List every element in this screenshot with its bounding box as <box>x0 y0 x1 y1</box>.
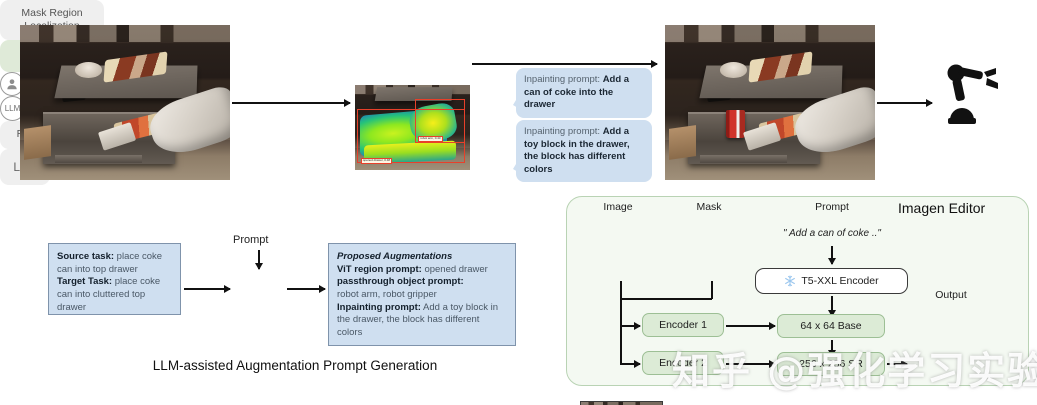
encoder2-label: Encoder 2 <box>659 357 707 369</box>
bubble-1-text: Add a can of coke into the drawer <box>524 74 630 111</box>
imagen-editor-panel-title-text: Imagen Editor <box>898 200 986 216</box>
arrow-mask-to-editor <box>472 63 657 65</box>
arrow-task-to-llm <box>184 288 230 290</box>
encoder1-label: Encoder 1 <box>659 319 707 331</box>
encoder1-box: Encoder 1 <box>642 313 724 337</box>
proposed-augmentations-title: Proposed Augmentations <box>337 251 453 262</box>
proposed-augmentations-box: Proposed Augmentations ViT region prompt… <box>328 243 516 346</box>
source-image-photo <box>20 25 230 180</box>
bbox-opened-drawer-label: opened drawer, 0.48 <box>360 158 393 164</box>
image-column-label-text: Image <box>603 201 633 213</box>
input-image-thumb <box>580 401 663 405</box>
prompt-quote: " Add a can of coke .." <box>762 228 902 239</box>
encoder2-box: Encoder 2 <box>642 351 724 375</box>
target-task-value: place coke can into cluttered top drawer <box>57 276 161 313</box>
target-task-label: Target Task: <box>57 276 113 288</box>
llm-section-caption-text: LLM-assisted Augmentation Prompt Generat… <box>152 358 438 373</box>
bbox-robot-arm-label: robot arm, 0.43 <box>418 136 443 142</box>
t5-xxl-encoder-label: T5-XXL Encoder <box>801 275 879 287</box>
vit-region-prompt-value: opened drawer <box>424 263 488 275</box>
prompt-label: Prompt <box>233 234 268 246</box>
branch-trunk <box>620 298 622 364</box>
inpainting-prompt-value: Add a toy block in the drawer, the block… <box>337 301 499 338</box>
inpainted-coke-can <box>725 110 745 139</box>
arrow-base-to-sr <box>831 340 833 356</box>
prompt-column-label-text: Prompt <box>815 201 849 213</box>
robot-arm-icon <box>930 58 1014 128</box>
vit-region-prompt-label: ViT region prompt: <box>337 263 422 275</box>
arrow-to-encoder1 <box>620 325 640 327</box>
mask-region-line1: Mask Region <box>21 6 83 19</box>
prompt-label-text: Prompt <box>233 234 269 246</box>
llm-avatar-label: LLM <box>4 104 21 113</box>
passthrough-object-prompt-label: passthrough object prompt: <box>337 276 464 288</box>
llm-section-caption: LLM-assisted Augmentation Prompt Generat… <box>125 358 465 373</box>
source-task-value: place coke can into top drawer <box>57 251 163 275</box>
inpainting-prompt-bubble-llm: Inpainting prompt: Add a toy block in th… <box>516 120 652 183</box>
bubble-1-lead: Inpainting prompt: <box>524 74 601 85</box>
arrow-prompt-to-llm <box>258 250 260 269</box>
arrow-prompt-to-encoder <box>831 246 833 264</box>
mask-column-label-text: Mask <box>696 201 722 213</box>
base-model-box: 64 x 64 Base <box>777 314 885 338</box>
passthrough-object-prompt-value: robot arm, robot gripper <box>337 288 437 300</box>
arrow-encoder2-to-sr <box>726 363 775 365</box>
augmented-image-photo <box>665 25 875 180</box>
bubble-2-text: Add a toy block in the drawer, the block… <box>524 126 630 175</box>
arrow-llm-to-augmentations <box>287 288 325 290</box>
mask-column-label: Mask <box>679 201 739 213</box>
prompt-column-label: Prompt <box>782 201 882 213</box>
arrow-encoder-to-base <box>831 296 833 316</box>
branch-line-mask-h <box>620 298 712 300</box>
prompt-quote-text: " Add a can of coke .." <box>783 228 881 239</box>
arrow-encoder1-to-base <box>726 325 775 327</box>
branch-line-mask <box>711 281 713 299</box>
output-label: Output <box>913 289 989 301</box>
arrow-to-encoder2 <box>620 363 640 365</box>
sr-model-box: 256 x 256 SR <box>777 352 885 376</box>
bubble-2-lead: Inpainting prompt: <box>524 126 601 137</box>
base-model-label: 64 x 64 Base <box>800 320 862 332</box>
snowflake-icon <box>784 275 796 287</box>
arrow-source-to-mask <box>232 102 350 104</box>
bbox-opened-drawer <box>357 108 466 164</box>
image-column-label: Image <box>588 201 648 213</box>
imagen-editor-panel-title: Imagen Editor <box>898 200 985 216</box>
source-task-label: Source task: <box>57 251 115 262</box>
task-description-box: Source task: place coke can into top dra… <box>48 243 181 315</box>
arrow-sr-to-output <box>887 363 907 365</box>
arrow-augmented-to-rt1 <box>877 102 932 104</box>
sr-model-label: 256 x 256 SR <box>799 358 863 370</box>
output-label-text: Output <box>935 289 967 301</box>
inpainting-prompt-label: Inpainting prompt: <box>337 301 421 313</box>
t5-xxl-encoder-box: T5-XXL Encoder <box>755 268 908 294</box>
inpainting-prompt-bubble-user: Inpainting prompt: Add a can of coke int… <box>516 68 652 118</box>
mask-image-photo: robot arm, 0.43 opened drawer, 0.48 <box>355 85 470 170</box>
